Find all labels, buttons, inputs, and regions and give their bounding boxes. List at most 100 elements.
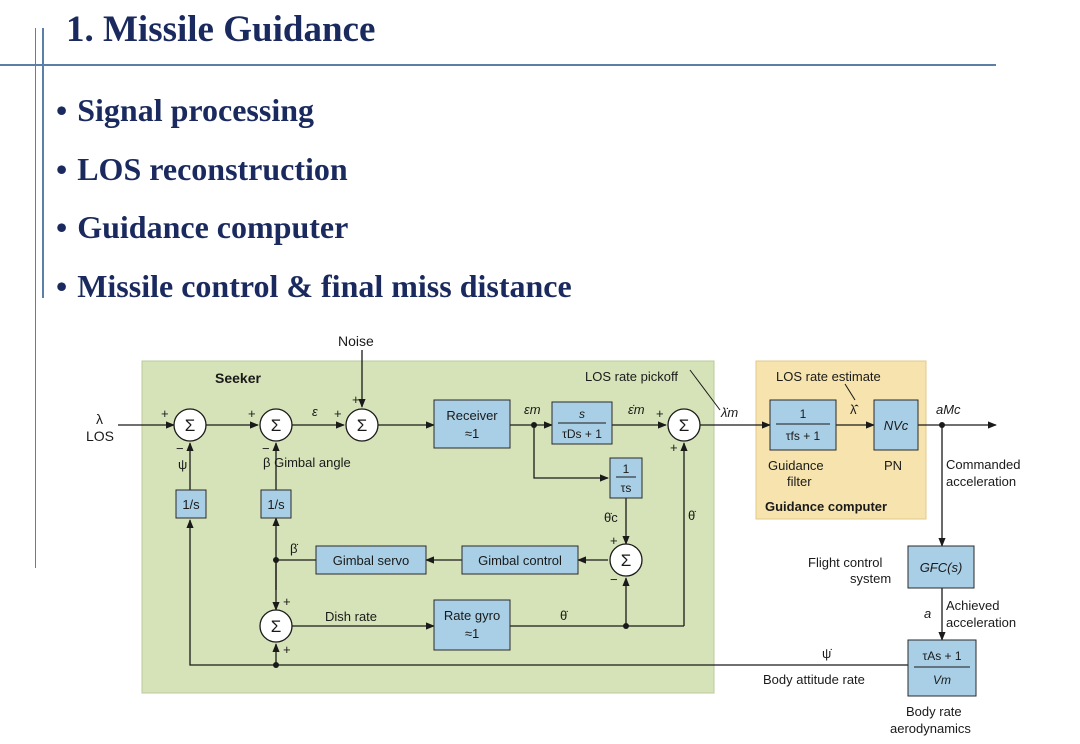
- svg-text:−: −: [262, 441, 270, 456]
- epsilon-m-label: εm: [524, 402, 541, 417]
- svg-text:Σ: Σ: [185, 416, 196, 435]
- svg-text:1: 1: [623, 462, 630, 476]
- svg-text:+: +: [670, 440, 678, 455]
- bullet-text: Missile control & final miss distance: [77, 267, 572, 304]
- input-los-label: LOS: [86, 428, 114, 444]
- svg-text:Σ: Σ: [271, 617, 282, 636]
- los-rate-estimate-label: LOS rate estimate: [776, 369, 881, 384]
- svg-text:Receiver: Receiver: [446, 408, 498, 423]
- svg-text:+: +: [352, 392, 360, 407]
- theta-dot-label-right: θ̇: [688, 508, 696, 523]
- svg-text:τs: τs: [621, 481, 632, 495]
- noise-label: Noise: [338, 333, 374, 349]
- flight-control-block: GFC(s): [907, 545, 975, 589]
- sum-junction-2: Σ: [259, 408, 293, 442]
- svg-text:+: +: [283, 594, 291, 609]
- tau-s-block: 1 τs: [609, 457, 643, 499]
- bullet-item: •Guidance computer: [56, 209, 349, 245]
- svg-text:τDs + 1: τDs + 1: [562, 427, 602, 441]
- left-rule-thick: [42, 28, 44, 298]
- svg-text:−: −: [176, 441, 184, 456]
- bullet-text: LOS reconstruction: [77, 150, 348, 187]
- svg-text:≈1: ≈1: [465, 626, 479, 641]
- bullet-text: Signal processing: [77, 92, 314, 128]
- bullet-item: •LOS reconstruction: [56, 150, 348, 187]
- svg-text:+: +: [248, 406, 256, 421]
- psi-dot-label: ψ̇: [822, 646, 832, 661]
- svg-text:τfs + 1: τfs + 1: [786, 429, 821, 443]
- svg-text:Vm: Vm: [933, 673, 951, 687]
- sum-junction-dish: Σ: [259, 609, 293, 643]
- lambda-hat-dot-label: λ̂̇: [850, 402, 860, 417]
- svg-text:Σ: Σ: [271, 416, 282, 435]
- seeker-filter-block: s τDs + 1: [551, 401, 613, 445]
- pn-block: NVc: [873, 399, 919, 451]
- theta-c-dot-label: θ̇c: [604, 510, 618, 525]
- lambda-m-dot-label: λ̇m: [720, 405, 738, 420]
- los-rate-pickoff-label: LOS rate pickoff: [585, 369, 678, 384]
- guidance-filter-caption-1: Guidance: [768, 458, 824, 473]
- bullet-item: •Missile control & final miss distance: [56, 267, 572, 304]
- svg-text:GFC(s): GFC(s): [920, 560, 963, 575]
- guidance-filter-caption-2: filter: [787, 474, 812, 489]
- theta-dot-label-bottom: θ̇: [560, 608, 568, 623]
- svg-text:Gimbal control: Gimbal control: [478, 553, 562, 568]
- gimbal-angle-label: β Gimbal angle: [263, 455, 351, 470]
- receiver-block: Receiver ≈1: [433, 399, 511, 449]
- svg-text:−: −: [610, 572, 618, 587]
- svg-text:NVc: NVc: [884, 418, 909, 433]
- title-rule: [0, 64, 996, 66]
- psi-label: ψ: [178, 457, 187, 472]
- svg-text:s: s: [579, 407, 585, 421]
- epsilon-label: ε: [312, 404, 318, 419]
- svg-text:1: 1: [800, 407, 807, 421]
- commanded-acceleration-2: acceleration: [946, 474, 1016, 489]
- achieved-acceleration-1: Achieved: [946, 598, 999, 613]
- sum-junction-1: Σ: [173, 408, 207, 442]
- bullet-item: •Signal processing: [56, 92, 314, 128]
- sum-junction-noise: Σ: [345, 408, 379, 442]
- commanded-acceleration-1: Commanded: [946, 457, 1020, 472]
- rate-gyro-block: Rate gyro ≈1: [433, 599, 511, 651]
- svg-text:+: +: [334, 406, 342, 421]
- gimbal-servo-block: Gimbal servo: [315, 545, 427, 575]
- bullet-text: Guidance computer: [77, 209, 349, 245]
- sum-junction-los-rate: Σ: [667, 408, 701, 442]
- left-rule-thin: [35, 28, 36, 568]
- flight-control-label-1: Flight control: [808, 555, 883, 570]
- svg-text:Rate gyro: Rate gyro: [444, 608, 500, 623]
- slide-title: 1. Missile Guidance: [66, 9, 376, 50]
- body-rate-caption-2: aerodynamics: [890, 721, 971, 736]
- seeker-label: Seeker: [215, 370, 261, 386]
- body-rate-caption-1: Body rate: [906, 704, 962, 719]
- svg-text:Gimbal servo: Gimbal servo: [333, 553, 410, 568]
- gimbal-control-block: Gimbal control: [461, 545, 579, 575]
- a-mc-label: aMc: [936, 402, 961, 417]
- svg-text:+: +: [656, 406, 664, 421]
- svg-text:+: +: [283, 642, 291, 657]
- body-rate-block: τAs + 1Vm: [907, 639, 977, 697]
- svg-text:1/s: 1/s: [267, 497, 285, 512]
- seeker-region: [141, 360, 715, 694]
- svg-text:Σ: Σ: [679, 416, 690, 435]
- integrator-block-beta: 1/s: [260, 489, 292, 519]
- svg-text:≈1: ≈1: [465, 426, 479, 441]
- sum-junction-gimbal: Σ: [609, 543, 643, 577]
- input-lambda: λ: [96, 411, 103, 427]
- pn-caption: PN: [884, 458, 902, 473]
- achieved-acceleration-2: acceleration: [946, 615, 1016, 630]
- svg-text:+: +: [610, 533, 618, 548]
- epsilon-m-dot-label: ε̇m: [628, 402, 645, 417]
- svg-text:+: +: [161, 406, 169, 421]
- svg-text:1/s: 1/s: [182, 497, 200, 512]
- svg-text:Σ: Σ: [357, 416, 368, 435]
- svg-text:Σ: Σ: [621, 551, 632, 570]
- integrator-block-psi: 1/s: [175, 489, 207, 519]
- body-attitude-rate-label: Body attitude rate: [763, 672, 865, 687]
- beta-dot-label: β̇: [290, 541, 298, 556]
- a-label: a: [924, 606, 931, 621]
- guidance-computer-label: Guidance computer: [765, 499, 887, 514]
- flight-control-label-2: system: [850, 571, 891, 586]
- bullet-list: •Signal processing •LOS reconstruction •…: [56, 88, 572, 322]
